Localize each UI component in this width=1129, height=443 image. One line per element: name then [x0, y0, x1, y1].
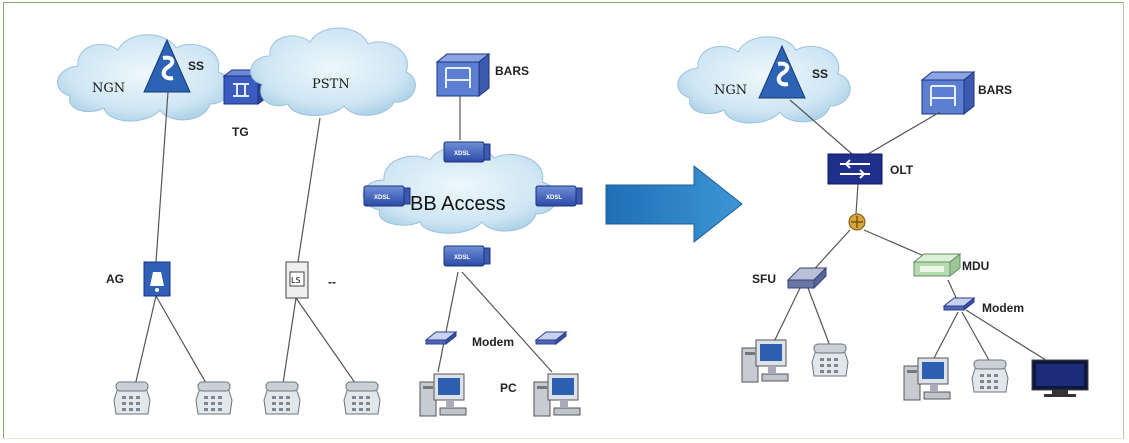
pstn-cloud: PSTN [250, 27, 416, 117]
svg-text:XDSL: XDSL [546, 195, 562, 201]
olt-label: OLT [890, 163, 914, 177]
olt-icon [827, 153, 883, 185]
svg-text:XDSL: XDSL [454, 151, 470, 157]
tg-label: TG [232, 125, 249, 139]
modem-label-right: Modem [982, 301, 1024, 315]
telephone-icon-left [113, 381, 381, 415]
sfu-label: SFU [752, 272, 776, 286]
bars-server-icon-right [920, 70, 976, 116]
ls-suffix: -- [328, 275, 336, 289]
bb-access-label: BB Access [410, 193, 506, 215]
mdu-label: MDU [962, 259, 989, 273]
pstn-label: PSTN [312, 77, 350, 92]
bb-access-cloud: BB Access [362, 145, 557, 234]
bars-label-right: BARS [978, 83, 1012, 97]
ag-label: AG [106, 272, 124, 286]
local-switch-icon: LS [285, 261, 309, 299]
softswitch-icon [143, 38, 191, 93]
ss-label-left: SS [188, 59, 204, 73]
softswitch-icon-right [758, 44, 806, 99]
links-left [133, 91, 553, 391]
bars-label-left: BARS [495, 64, 529, 78]
svg-text:XDSL: XDSL [454, 255, 470, 261]
mdu-icon [912, 252, 962, 278]
sfu-icon [786, 266, 828, 290]
svg-text:LS: LS [291, 276, 301, 285]
ngn-label-right: NGN [714, 83, 747, 98]
ss-label-right: SS [812, 67, 828, 81]
pc-label: PC [500, 381, 517, 395]
ngn-label-left: NGN [92, 81, 125, 96]
xdsl-labels: XDSL XDSL XDSL XDSL [374, 151, 562, 261]
modem-icon-right [943, 297, 975, 311]
modem-label-left: Modem [472, 335, 514, 349]
arrow-icon [605, 164, 743, 244]
links-right [771, 99, 1053, 365]
ngn-cloud-left: NGN [57, 34, 231, 122]
splitter-icon [848, 213, 866, 231]
bars-server-icon-left [435, 52, 491, 98]
ngn-cloud-right: NGN [677, 36, 851, 124]
access-gateway-icon [143, 261, 171, 297]
svg-text:XDSL: XDSL [374, 195, 390, 201]
diagram-frame [3, 2, 1124, 439]
tv-icon [1031, 359, 1089, 397]
